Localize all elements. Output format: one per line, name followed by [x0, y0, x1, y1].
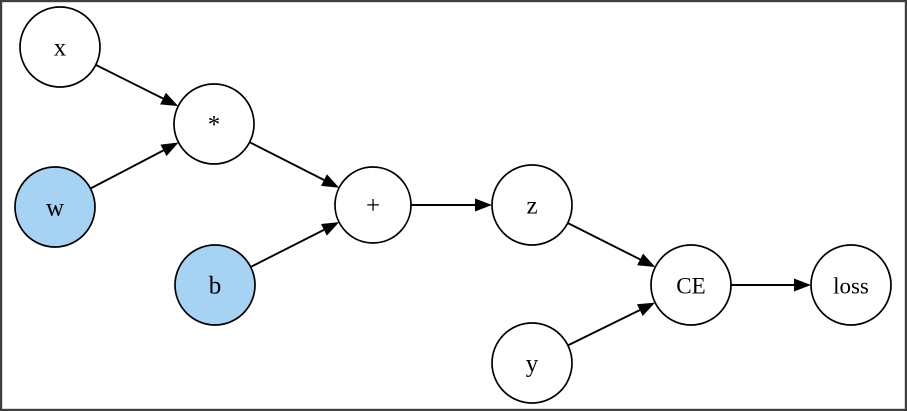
edge-x-mul [95, 64, 179, 107]
edge-line-x-mul [95, 64, 164, 100]
node-mul[interactable]: * [173, 83, 255, 165]
edge-line-y-ce [567, 309, 641, 347]
edge-line-mul-add [249, 141, 325, 181]
edge-add-z [411, 198, 492, 212]
edge-mul-add [249, 141, 340, 188]
node-circle-mul[interactable] [173, 83, 255, 165]
node-y[interactable]: y [491, 322, 573, 404]
node-circle-w[interactable] [14, 166, 96, 248]
arrowhead-x-mul [160, 92, 179, 107]
node-ce[interactable]: CE [650, 244, 732, 326]
node-add[interactable]: + [334, 166, 412, 244]
arrowhead-w-mul [160, 142, 179, 157]
arrowhead-z-ce [637, 253, 656, 268]
arrowhead-y-ce [636, 302, 656, 316]
node-z[interactable]: z [491, 164, 573, 246]
edge-ce-loss [731, 278, 811, 292]
edge-b-add [250, 222, 340, 268]
node-circle-b[interactable] [174, 244, 256, 326]
edge-z-ce [567, 222, 656, 268]
node-circle-loss[interactable] [810, 244, 892, 326]
arrowhead-mul-add [321, 174, 340, 188]
node-circle-z[interactable] [491, 164, 573, 246]
edge-y-ce [567, 302, 656, 347]
node-x[interactable]: x [19, 6, 101, 88]
edge-layer [90, 64, 811, 347]
node-w[interactable]: w [14, 166, 96, 248]
edge-line-w-mul [90, 149, 164, 190]
node-circle-x[interactable] [19, 6, 101, 88]
node-circle-add[interactable] [334, 166, 412, 244]
node-circle-y[interactable] [491, 322, 573, 404]
edge-line-z-ce [567, 222, 641, 261]
arrowhead-ce-loss [794, 278, 811, 292]
node-b[interactable]: b [174, 244, 256, 326]
node-circle-ce[interactable] [650, 244, 732, 326]
edge-line-b-add [250, 228, 325, 268]
arrowhead-add-z [475, 198, 492, 212]
arrowhead-b-add [321, 222, 340, 236]
node-loss[interactable]: loss [810, 244, 892, 326]
edge-w-mul [90, 142, 179, 190]
